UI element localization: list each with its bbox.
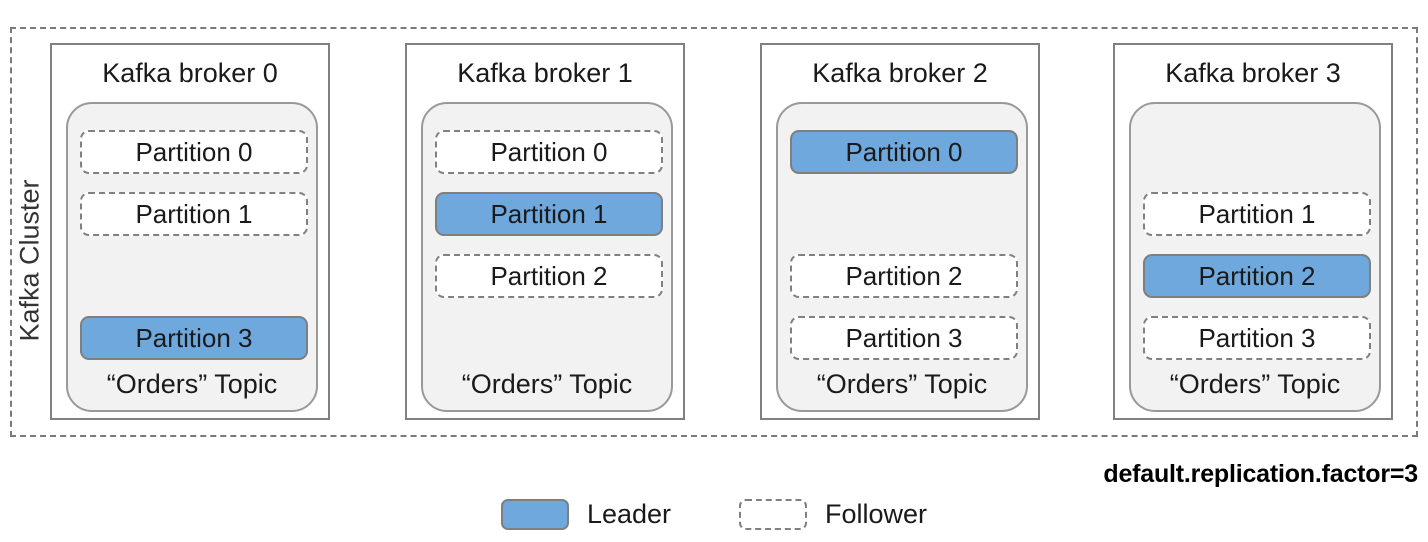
partition-slot-1-3: Partition 2: [435, 254, 663, 298]
replication-factor-note: default.replication.factor=3: [1103, 460, 1418, 488]
topic-container-1: Partition 0 Partition 1 Partition 2 “Ord…: [421, 102, 673, 412]
partition-box-1-2[interactable]: Partition 2: [435, 254, 663, 298]
partition-slot-0-3: [80, 254, 308, 298]
partition-slot-3-1: [1143, 130, 1371, 174]
partition-slot-2-3: Partition 2: [790, 254, 1018, 298]
partition-box-2-2[interactable]: Partition 2: [790, 254, 1018, 298]
partition-box-3-2[interactable]: Partition 2: [1143, 254, 1371, 298]
legend-item-follower: Follower: [739, 498, 928, 530]
partition-slot-2-2: [790, 192, 1018, 236]
topic-label-3: “Orders” Topic: [1169, 369, 1341, 400]
topic-label-1: “Orders” Topic: [461, 369, 633, 400]
partition-slot-1-2: Partition 1: [435, 192, 663, 236]
partition-slot-3-4: Partition 3: [1143, 316, 1371, 360]
partition-box-2-0[interactable]: Partition 0: [790, 130, 1018, 174]
partition-box-2-3[interactable]: Partition 3: [790, 316, 1018, 360]
legend-item-leader: Leader: [500, 498, 672, 530]
partition-slot-1-1: Partition 0: [435, 130, 663, 174]
broker-title-1: Kafka broker 1: [457, 58, 633, 88]
partition-box-3-0: [1143, 130, 1371, 174]
legend-label-leader: Leader: [586, 498, 672, 529]
partition-box-0-1[interactable]: Partition 1: [80, 192, 308, 236]
partition-box-3-1[interactable]: Partition 1: [1143, 192, 1371, 236]
topic-container-0: Partition 0 Partition 1 Partition 3 “Ord…: [66, 102, 318, 412]
broker-card-3: Kafka broker 3 Partition 1 Partition 2 P…: [1113, 43, 1393, 420]
broker-card-2: Kafka broker 2 Partition 0 Partition 2 P…: [760, 43, 1040, 420]
partition-slot-3-2: Partition 1: [1143, 192, 1371, 236]
kafka-cluster-boundary: [10, 27, 1418, 437]
broker-title-2: Kafka broker 2: [812, 58, 988, 88]
partition-slot-0-1: Partition 0: [80, 130, 308, 174]
partition-box-1-3: [435, 316, 663, 360]
partition-box-1-1[interactable]: Partition 1: [435, 192, 663, 236]
partition-slot-0-2: Partition 1: [80, 192, 308, 236]
legend-swatch-leader-icon: [500, 498, 569, 530]
broker-card-0: Kafka broker 0 Partition 0 Partition 1 P…: [50, 43, 330, 420]
broker-title-3: Kafka broker 3: [1165, 58, 1341, 88]
topic-container-3: Partition 1 Partition 2 Partition 3 “Ord…: [1129, 102, 1381, 412]
legend: Leader Follower: [0, 493, 1428, 535]
partition-slot-1-4: [435, 316, 663, 360]
partition-box-3-3[interactable]: Partition 3: [1143, 316, 1371, 360]
topic-label-2: “Orders” Topic: [816, 369, 988, 400]
legend-label-follower: Follower: [825, 498, 928, 529]
partition-slot-3-3: Partition 2: [1143, 254, 1371, 298]
topic-label-0: “Orders” Topic: [106, 369, 278, 400]
partition-box-2-1: [790, 192, 1018, 236]
broker-card-1: Kafka broker 1 Partition 0 Partition 1 P…: [405, 43, 685, 420]
partition-box-0-0[interactable]: Partition 0: [80, 130, 308, 174]
partition-slot-2-4: Partition 3: [790, 316, 1018, 360]
legend-swatch-follower-icon: [739, 498, 808, 530]
partition-box-1-0[interactable]: Partition 0: [435, 130, 663, 174]
partition-box-0-3[interactable]: Partition 3: [80, 316, 308, 360]
topic-container-2: Partition 0 Partition 2 Partition 3 “Ord…: [776, 102, 1028, 412]
partition-box-0-2: [80, 254, 308, 298]
broker-title-0: Kafka broker 0: [102, 58, 278, 88]
partition-slot-0-4: Partition 3: [80, 316, 308, 360]
partition-slot-2-1: Partition 0: [790, 130, 1018, 174]
